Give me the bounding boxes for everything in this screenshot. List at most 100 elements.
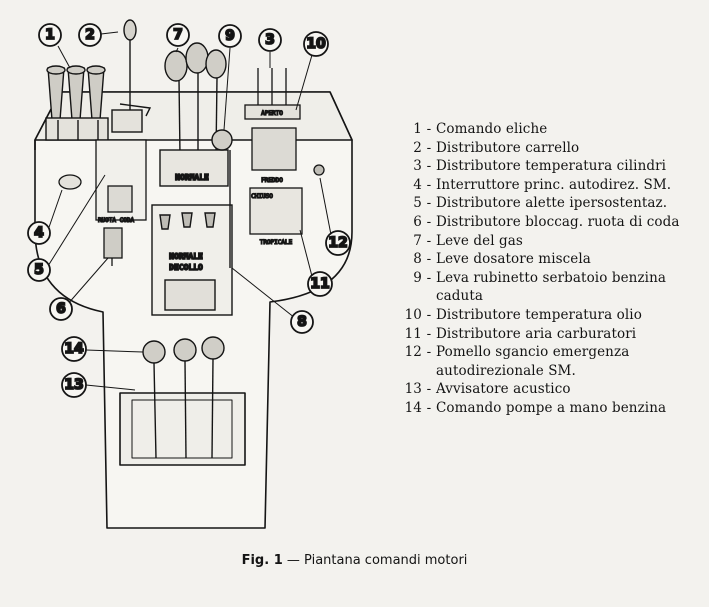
landing-gear-distributor [111,19,152,133]
legend-item-14: 14-Comando pompe a mano benzina [395,399,695,418]
callout-14: 14 [61,336,87,362]
legend-text: Distributore temperatura cilindri [436,158,667,175]
svg-text:11: 11 [310,276,329,292]
legend-number: 1 [413,121,422,137]
callout-4: 4 [27,221,51,245]
legend-separator: - [426,381,432,398]
legend-separator: - [426,251,432,268]
plate-normale-top: NORMALE [175,173,209,182]
plate-ruota-coda: RUOTA CODA [98,217,135,224]
legend-number: 6 [413,213,422,230]
svg-text:3: 3 [265,32,275,48]
svg-text:1: 1 [45,27,55,43]
legend-number: 4 [413,176,422,193]
caption-title: Piantana comandi motori [304,553,468,568]
legend-item-11: 11-Distributore aria carburatori [395,325,695,344]
callout-1: 1 [38,23,62,47]
legend-item-7: 7-Leve del gas [395,232,695,251]
plate-normale-bottom: NORMALE [169,252,203,261]
legend-item-5: 5-Distributore alette ipersostentaz. [395,194,695,213]
legend-separator: - [426,139,432,156]
callout-3: 3 [258,28,282,52]
legend-text: Leva rubinetto serbatoio benzina caduta [436,269,667,305]
legend-separator: - [426,195,432,212]
legend-text: Comando pompe a mano benzina [436,399,667,416]
legend-text: Leve dosatore miscela [436,251,591,268]
svg-text:2: 2 [85,27,95,43]
legend-number: 8 [413,251,422,268]
propeller-control-levers [45,65,109,141]
svg-text:9: 9 [225,28,235,44]
legend-number: 3 [413,158,422,175]
callout-2: 2 [78,23,102,47]
callout-9: 9 [218,24,242,48]
plate-freddo: FREDDO [261,177,283,184]
left-switch-panel: RUOTA CODA [58,139,147,266]
caption-separator: — [286,553,300,568]
callout-13: 13 [61,372,87,398]
legend-item-1: 1-Comando eliche [395,120,695,139]
legend-text: Distributore carrello [436,139,580,156]
figure-caption: Fig. 1 — Piantana comandi motori [0,553,709,568]
svg-text:14: 14 [64,341,84,357]
legend-number: 13 [404,381,422,398]
legend-item-13: 13-Avvisatore acustico [395,380,695,399]
callout-8: 8 [290,310,314,334]
legend-item-2: 2-Distributore carrello [395,139,695,158]
legend-separator: - [426,158,432,175]
callout-10: 10 [303,31,329,57]
legend-number: 9 [413,269,422,286]
legend-separator: - [426,121,432,137]
legend-text: Distributore temperatura olio [436,306,642,323]
legend-separator: - [426,176,432,193]
callout-12: 12 [325,230,351,256]
callout-circles: 1 2 3 4 5 6 7 8 9 10 11 12 13 14 [27,23,351,398]
legend-number: 10 [404,306,422,323]
svg-text:6: 6 [56,301,66,317]
legend-text: Interruttore princ. autodirez. SM. [436,176,672,193]
legend-item-9: 9-Leva rubinetto serbatoio benzina cadut… [395,269,695,306]
legend-text: Comando eliche [436,121,548,137]
callout-leaders [46,31,333,391]
legend-item-4: 4-Interruttore princ. autodirez. SM. [395,176,695,195]
plate-aperto: APERTO [261,110,283,117]
legend-number: 5 [413,195,422,212]
svg-text:4: 4 [34,225,44,241]
legend-text: Avvisatore acustico [436,381,571,398]
svg-text:10: 10 [306,36,326,52]
legend-number: 11 [404,325,422,342]
legend-number: 14 [404,399,422,416]
legend-item-6: 6-Distributore bloccag. ruota di coda [395,213,695,232]
plate-tropicale: TROPICALE [260,239,293,246]
legend-separator: - [426,269,432,286]
legend-item-8: 8-Leve dosatore miscela [395,250,695,269]
callout-5: 5 [27,258,51,282]
right-distributors: APERTO FREDDO CHIUSO TROPICALE [244,68,325,247]
legend-item-3: 3-Distributore temperatura cilindri [395,157,695,176]
callout-7: 7 [166,23,190,47]
legend-item-12: 12-Pomello sgancio emergenza autodirezio… [395,343,695,380]
lower-lever-plate [119,392,246,466]
legend-separator: - [426,306,432,323]
plate-decollo: DECOLLO [169,263,203,272]
legend-separator: - [426,232,432,249]
plate-chiuso: CHIUSO [251,193,273,200]
legend-number: 2 [413,139,422,156]
svg-text:5: 5 [34,262,44,278]
legend-separator: - [426,399,432,416]
legend-item-10: 10-Distributore temperatura olio [395,306,695,325]
legend-separator: - [426,344,432,361]
svg-text:7: 7 [173,27,183,43]
svg-text:8: 8 [297,314,307,330]
legend-text: Distributore aria carburatori [436,325,637,342]
throttle-quadrant: NORMALE NORMALE DECOLLO [151,42,233,316]
hand-pump-levers [142,336,225,459]
legend-separator: - [426,325,432,342]
caption-fig-label: Fig. 1 [241,553,283,568]
legend-text: Pomello sgancio emergenza autodirezional… [436,344,630,379]
legend-number: 7 [413,232,422,249]
legend-text: Leve del gas [436,232,523,249]
callout-6: 6 [49,297,73,321]
